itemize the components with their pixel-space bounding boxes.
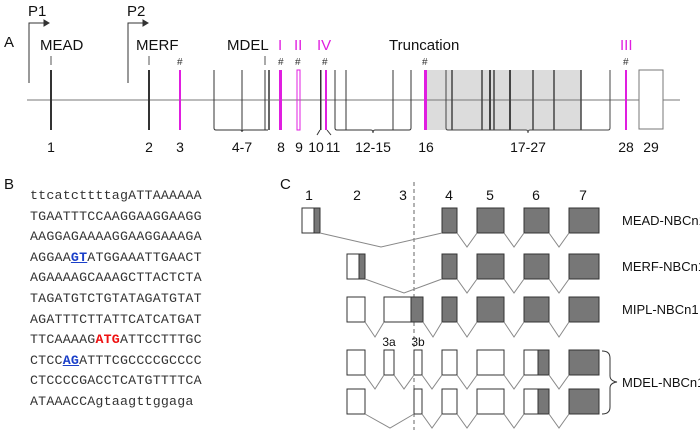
splice-site-highlight: AG <box>62 352 80 368</box>
sequence-segment: TGAATTTCCAAGGAAGGAAGG <box>30 208 202 224</box>
promoter-p1 <box>28 19 50 83</box>
sequence-segment: ATAAACCAgtaagttggaga <box>30 393 194 409</box>
c-exon-number: 4 <box>445 187 453 203</box>
exon-label: 11 <box>326 139 341 155</box>
exon-11-leader <box>326 129 332 136</box>
exon-label: 2 <box>145 139 153 155</box>
hash-mark-3: # <box>177 57 183 68</box>
hash-mark-9: # <box>295 57 301 68</box>
exon-label: 9 <box>295 139 303 155</box>
region-label-iii: III <box>620 37 633 54</box>
hash-mark-11: # <box>322 57 328 68</box>
sequence-segment: ATTCCTTTGC <box>119 332 202 348</box>
panel-c-letter: C <box>280 176 291 193</box>
region-label-merf: MERF <box>136 37 179 54</box>
sequence-block: ttcatcttttagATTAAAAAA TGAATTTCCAAGGAAGGAA… <box>30 186 202 413</box>
isoform-label-mead: MEAD-NBCn1 <box>622 213 700 228</box>
sequence-segment: CTCCCCGACCTCATGTTTTCA <box>30 373 202 389</box>
isoform-row-mdel-a <box>346 349 600 390</box>
sequence-line: ATAAACCAgtaagttggaga <box>30 392 202 413</box>
exon-29 <box>638 69 664 130</box>
mdel-brace <box>601 350 618 415</box>
isoform-row-mdel-b <box>346 388 600 429</box>
sub-exon-label-3a: 3a <box>382 335 396 349</box>
panel-b-letter: B <box>4 176 15 193</box>
sequence-segment: TAGATGTCTGTATAGATGTAT <box>30 290 202 306</box>
isoform-row-mead <box>301 207 600 248</box>
isoform-label-merf: MERF-NBCn1 <box>622 259 700 274</box>
sequence-line: AGGAAGTATGGAAATTGAACT <box>30 248 202 269</box>
hash-mark-8: # <box>278 57 284 68</box>
sequence-line: TTCAAAAGATGATTCCTTTGC <box>30 330 202 351</box>
exon-label: 10 <box>308 139 324 155</box>
exon-label: 3 <box>176 139 184 155</box>
promoter-p1-label: P1 <box>28 3 46 20</box>
hash-mark-16: # <box>422 57 428 68</box>
sequence-segment: CTCC <box>30 352 63 368</box>
panel-a-letter: A <box>4 34 15 51</box>
sequence-segment: AGGAA <box>30 249 71 265</box>
exon-label: 17-27 <box>510 139 546 155</box>
region-label-mead: MEAD <box>40 37 84 54</box>
c-exon-number: 3 <box>399 187 407 203</box>
panel-a-gene-structure: P1 P2 MEAD MERF MDEL I II IV Truncation … <box>27 3 680 155</box>
sequence-line: TAGATGTCTGTATAGATGTAT <box>30 289 202 310</box>
isoform-row-merf <box>346 253 600 294</box>
exon-label: 28 <box>618 139 634 155</box>
promoter-p2 <box>127 19 149 83</box>
sequence-line: AAGGAGAAAAGGAAGGAAAGA <box>30 227 202 248</box>
sequence-line: CTCCCCGACCTCATGTTTTCA <box>30 371 202 392</box>
c-exon-number: 6 <box>532 187 540 203</box>
sequence-segment: AGAAAAGCAAAGCTTACTCTA <box>30 270 202 286</box>
exon-label: 4-7 <box>232 139 252 155</box>
hash-mark-28: # <box>623 57 629 68</box>
exon-label: 1 <box>47 139 55 155</box>
sequence-segment: ttcatcttttagATTAAAAAA <box>30 188 202 203</box>
c-exon-number: 7 <box>579 187 587 203</box>
exon-8 <box>279 70 282 130</box>
exon-label: 12-15 <box>355 139 391 155</box>
exon-2 <box>148 70 150 130</box>
region-label-truncation: Truncation <box>389 37 459 54</box>
sequence-line: AGATTTCTTATTCATCATGAT <box>30 310 202 331</box>
isoform-label-mipl: MIPL-NBCn1 <box>622 302 699 317</box>
exon-10-leader <box>316 129 321 136</box>
exon-label: 8 <box>277 139 285 155</box>
exon-group-12-15 <box>334 70 412 134</box>
isoform-row-mipl <box>346 296 600 338</box>
sequence-line: ttcatcttttagATTAAAAAA <box>30 186 202 207</box>
exon-1 <box>50 70 52 130</box>
c-exon-number: 5 <box>486 187 494 203</box>
exon-11 <box>325 70 327 130</box>
sequence-segment: AGATTTCTTATTCATCATGAT <box>30 311 202 327</box>
sequence-segment: ATGGAAATTGAACT <box>87 249 202 265</box>
isoform-label-mdel: MDEL-NBCn1 <box>622 375 700 390</box>
sequence-line: TGAATTTCCAAGGAAGGAAGG <box>30 207 202 228</box>
sub-exon-label-3b: 3b <box>411 335 425 349</box>
exon-label: 16 <box>418 139 434 155</box>
exon-group-17-27 <box>445 70 611 134</box>
promoter-p2-label: P2 <box>127 3 145 20</box>
sequence-segment: AAGGAGAAAAGGAAGGAAAGA <box>30 229 202 245</box>
region-label-i: I <box>278 37 282 54</box>
exon-28 <box>625 70 627 130</box>
exon-10 <box>320 70 322 130</box>
exon-label: 29 <box>643 139 659 155</box>
splice-site-highlight: GT <box>70 249 88 265</box>
exon-16 <box>424 70 427 130</box>
exon-3 <box>179 70 181 130</box>
region-label-ii: II <box>294 37 302 54</box>
c-exon-number: 2 <box>353 187 361 203</box>
exon-9 <box>296 69 301 131</box>
region-label-mdel: MDEL <box>227 37 269 54</box>
sequence-segment: TTCAAAAG <box>30 332 96 348</box>
sequence-segment: ATTTCGCCCCGCCCC <box>79 352 202 368</box>
c-exon-number: 1 <box>305 187 313 203</box>
region-label-iv: IV <box>317 37 331 54</box>
sequence-line: CTCCAGATTTCGCCCCGCCCC <box>30 351 202 372</box>
exon-group-4-7 <box>213 70 270 133</box>
sequence-line: AGAAAAGCAAAGCTTACTCTA <box>30 268 202 289</box>
start-codon-highlight: ATG <box>95 332 120 348</box>
